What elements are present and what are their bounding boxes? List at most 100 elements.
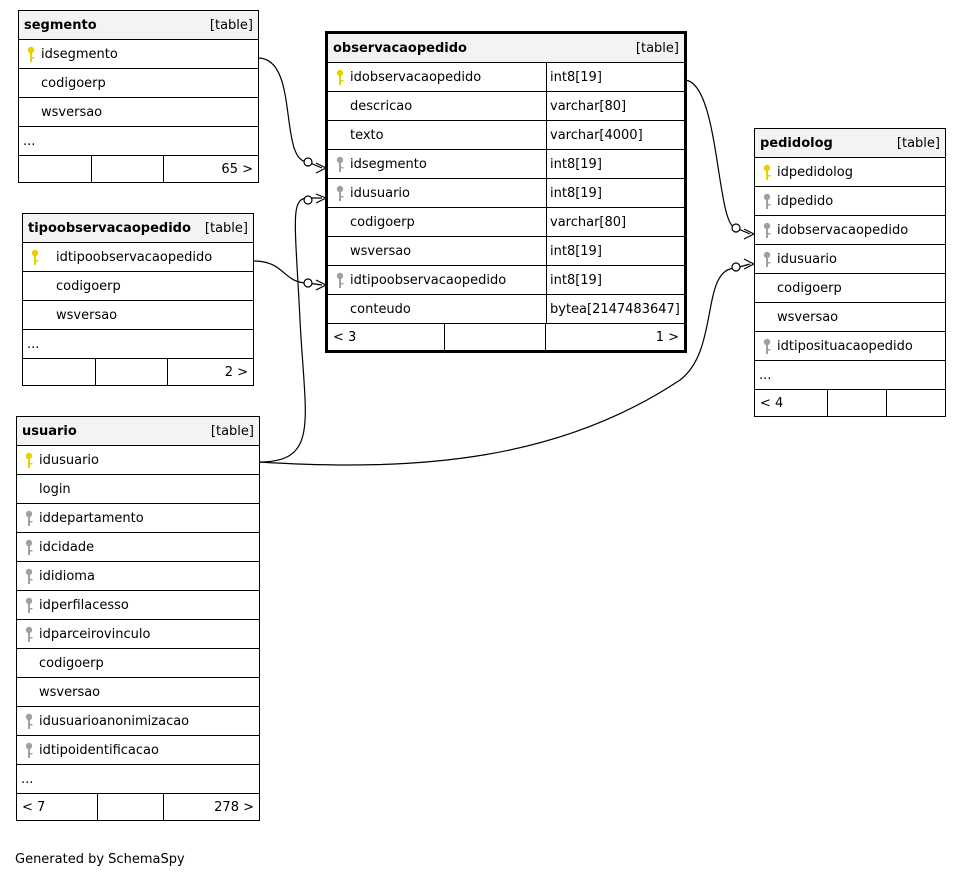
column-label: descricao	[350, 98, 413, 114]
generated-by-note: Generated by SchemaSpy	[15, 852, 185, 867]
column-name: idcidade	[17, 533, 259, 561]
table-kind: [table]	[210, 423, 254, 439]
column-name: login	[17, 475, 259, 503]
footer-rows: 65 >	[163, 156, 258, 182]
column-name: codigoerp	[17, 649, 259, 677]
table-kind: [table]	[209, 17, 253, 33]
column-row[interactable]: wsversao	[755, 303, 945, 332]
column-label: idpedidolog	[777, 164, 854, 180]
footer-incoming	[23, 359, 95, 385]
column-label: idsegmento	[350, 156, 427, 172]
column-row[interactable]: codigoerp	[755, 274, 945, 303]
link-end-circle	[303, 278, 313, 288]
column-name: idperfilacesso	[17, 591, 259, 619]
link-crowfoot	[315, 193, 327, 204]
column-label: wsversao	[777, 309, 839, 325]
column-label: login	[39, 481, 71, 497]
table-kind: [table]	[896, 135, 940, 151]
more-columns: ...	[755, 361, 945, 390]
footer-incoming: < 4	[760, 395, 784, 411]
column-type: int8[19]	[546, 63, 684, 91]
column-row[interactable]: wsversao	[17, 678, 259, 707]
footer-columns	[827, 390, 886, 416]
table-usuario[interactable]: usuario [table] idusuario login iddepartam…	[16, 416, 260, 821]
table-name: usuario	[22, 423, 77, 439]
table-footer: < 3 1 >	[328, 324, 684, 350]
column-name: descricao	[328, 92, 546, 120]
footer-columns	[444, 324, 545, 350]
column-name: iddepartamento	[17, 504, 259, 532]
column-label: idusuarioanonimizacao	[39, 713, 190, 729]
table-tipoobservacaopedido[interactable]: tipoobservacaopedido [table] idtipoobser…	[22, 213, 254, 386]
column-name: idtiposituacaopedido	[755, 332, 945, 360]
table-footer: < 7 278 >	[17, 794, 259, 820]
column-row[interactable]: idusuarioanonimizacao	[17, 707, 259, 736]
column-row[interactable]: descricao varchar[80]	[328, 92, 684, 121]
column-name: idusuarioanonimizacao	[17, 707, 259, 735]
column-row[interactable]: login	[17, 475, 259, 504]
column-row[interactable]: wsversao	[23, 301, 253, 330]
footer-columns	[97, 794, 163, 820]
table-header: tipoobservacaopedido [table]	[23, 214, 253, 243]
link-usuario-observacaopedido	[258, 197, 322, 463]
link-crowfoot	[743, 258, 755, 270]
footer-rows: 1 >	[545, 324, 684, 350]
column-type: varchar[80]	[546, 92, 684, 120]
column-name: idtipoobservacaopedido	[328, 266, 546, 294]
column-name: codigoerp	[23, 272, 253, 300]
table-footer: 65 >	[19, 156, 258, 182]
column-row[interactable]: codigoerp	[19, 69, 258, 98]
footer-rows: 278 >	[163, 794, 259, 820]
column-row[interactable]: idtipoobservacaopedido	[23, 243, 253, 272]
column-name: idsegmento	[328, 150, 546, 178]
column-name: idobservacaopedido	[755, 216, 945, 244]
column-row[interactable]: idtiposituacaopedido	[755, 332, 945, 361]
column-row[interactable]: idcidade	[17, 533, 259, 562]
link-end-circle	[731, 223, 741, 233]
column-row[interactable]: idusuario	[17, 446, 259, 475]
more-columns: ...	[17, 765, 259, 794]
column-type: int8[19]	[546, 179, 684, 207]
column-label: codigoerp	[56, 278, 121, 294]
table-header: pedidolog [table]	[755, 129, 945, 158]
table-observacaopedido[interactable]: observacaopedido [table] idobservacaoped…	[325, 31, 687, 353]
column-row[interactable]: iddepartamento	[17, 504, 259, 533]
column-label: idtipoidentificacao	[39, 742, 159, 758]
column-type: int8[19]	[546, 150, 684, 178]
column-row[interactable]: idobservacaopedido	[755, 216, 945, 245]
column-row[interactable]: idusuario	[755, 245, 945, 274]
footer-columns	[95, 359, 167, 385]
column-type: varchar[80]	[546, 208, 684, 236]
column-row[interactable]: codigoerp	[17, 649, 259, 678]
column-label: idtiposituacaopedido	[777, 338, 913, 354]
column-label: codigoerp	[39, 655, 104, 671]
footer-rows	[886, 390, 945, 416]
column-row[interactable]: idpedido	[755, 187, 945, 216]
column-row[interactable]: idpedidolog	[755, 158, 945, 187]
column-row[interactable]: idperfilacesso	[17, 591, 259, 620]
column-name: codigoerp	[328, 208, 546, 236]
column-row[interactable]: ididioma	[17, 562, 259, 591]
column-name: conteudo	[328, 295, 546, 323]
column-row[interactable]: idsegmento int8[19]	[328, 150, 684, 179]
column-label: idsegmento	[41, 46, 118, 62]
column-row[interactable]: codigoerp	[23, 272, 253, 301]
column-label: idperfilacesso	[39, 597, 129, 613]
column-label: idtipoobservacaopedido	[350, 272, 507, 288]
column-row[interactable]: wsversao	[19, 98, 258, 127]
column-label: codigoerp	[777, 280, 842, 296]
column-row[interactable]: idtipoidentificacao	[17, 736, 259, 765]
column-row[interactable]: idparceirovinculo	[17, 620, 259, 649]
column-row[interactable]: idsegmento	[19, 40, 258, 69]
footer-incoming	[19, 156, 91, 182]
